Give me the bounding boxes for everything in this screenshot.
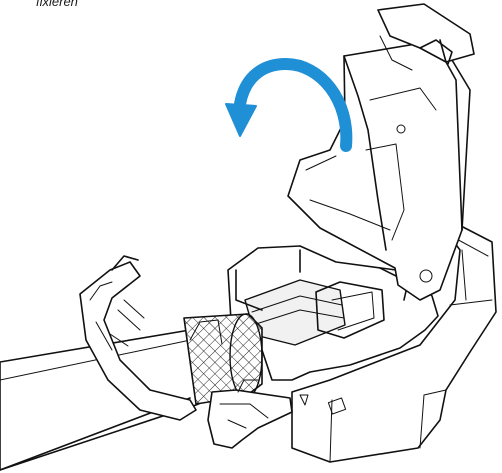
hinged-lid (287, 3, 475, 301)
rotate-counterclockwise-arrow-icon (225, 57, 353, 152)
housing-base (291, 209, 497, 463)
caption-label: fixieren (36, 0, 78, 9)
cable-clamp-bracket (79, 255, 223, 421)
front-latch (207, 379, 293, 449)
inner-carrier (227, 245, 439, 381)
braided-shield (183, 313, 263, 405)
